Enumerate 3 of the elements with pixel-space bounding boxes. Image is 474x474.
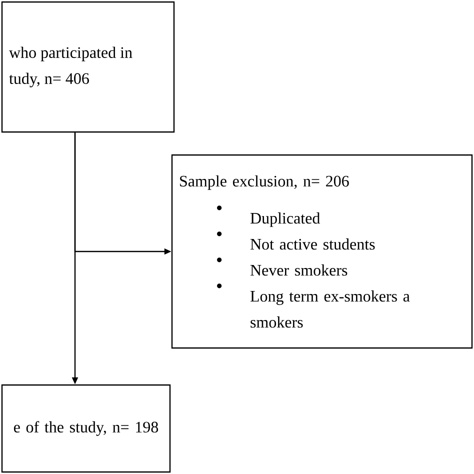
exclusion-box: Sample exclusion, n= 206 Duplicated Not active students Never smokers Long term ex-smokers a smokers xyxy=(171,154,473,349)
process-box: who participated in tudy, n= 406 xyxy=(1,1,175,133)
process-box: e of the study, n= 198 xyxy=(1,384,171,473)
